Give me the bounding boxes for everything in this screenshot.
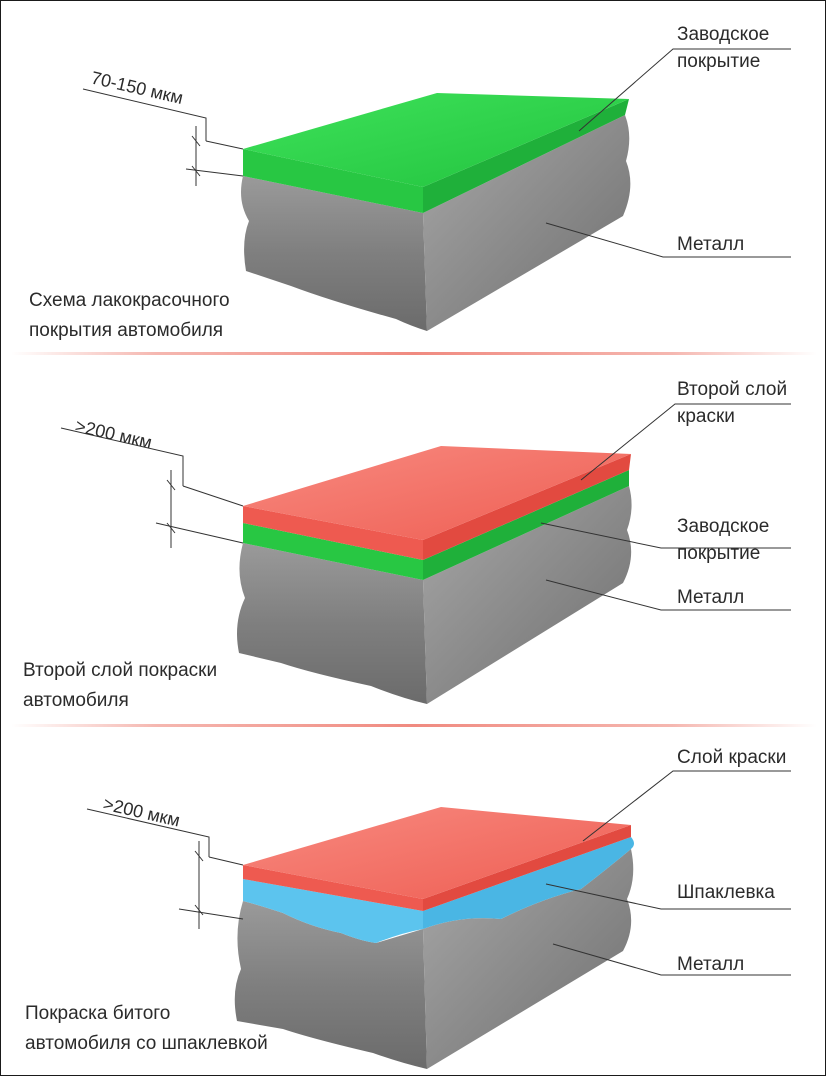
caption-line-2: автомобиля со шпаклевкой — [25, 1033, 268, 1054]
label-metal: Металл — [677, 954, 745, 975]
coating-side — [423, 99, 629, 213]
metal-side — [423, 115, 631, 331]
caption: Схема лакокрасочного покрытия автомобиля — [29, 286, 230, 346]
label-paint-layer: Слой краски — [677, 747, 787, 768]
caption: Покраска битого автомобиля со шпаклевкой — [25, 999, 268, 1059]
block-second-paint — [60, 403, 791, 704]
label-factory-coating: Заводское покрытие — [677, 513, 807, 567]
caption-line-2: покрытия автомобиля — [29, 320, 224, 341]
metal-front — [241, 176, 427, 331]
label-text: Заводское покрытие — [677, 516, 770, 564]
caption-line-1: Второй слой покраски — [23, 660, 218, 681]
caption-line-1: Схема лакокрасочного — [29, 290, 230, 311]
caption-line-2: автомобиля — [23, 690, 129, 711]
coating-front — [243, 149, 423, 213]
caption-line-1: Покраска битого — [25, 1003, 171, 1024]
label-second-paint: Второй слой краски — [677, 376, 812, 430]
block-factory-coating — [82, 48, 791, 331]
coating-top — [243, 93, 629, 187]
label-metal: Металл — [677, 587, 745, 608]
separator — [11, 724, 817, 727]
label-factory-coating: Заводское покрытие — [677, 21, 807, 75]
label-text: Второй слой краски — [677, 379, 788, 427]
label-text: Заводское покрытие — [677, 24, 770, 72]
label-metal: Металл — [677, 234, 745, 255]
caption: Второй слой покраски автомобиля — [23, 656, 217, 716]
panel-second-paint: >200 мкм Второй слой краски Заводское по… — [1, 358, 825, 723]
separator — [11, 352, 817, 355]
panel-factory-coating: 70-150 мкм Заводское покрытие Металл Схе… — [1, 1, 825, 351]
label-putty: Шпаклевка — [677, 882, 775, 903]
block-putty — [86, 770, 791, 1069]
panel-putty: >200 мкм Слой краски Шпаклевка Металл По… — [1, 729, 825, 1075]
